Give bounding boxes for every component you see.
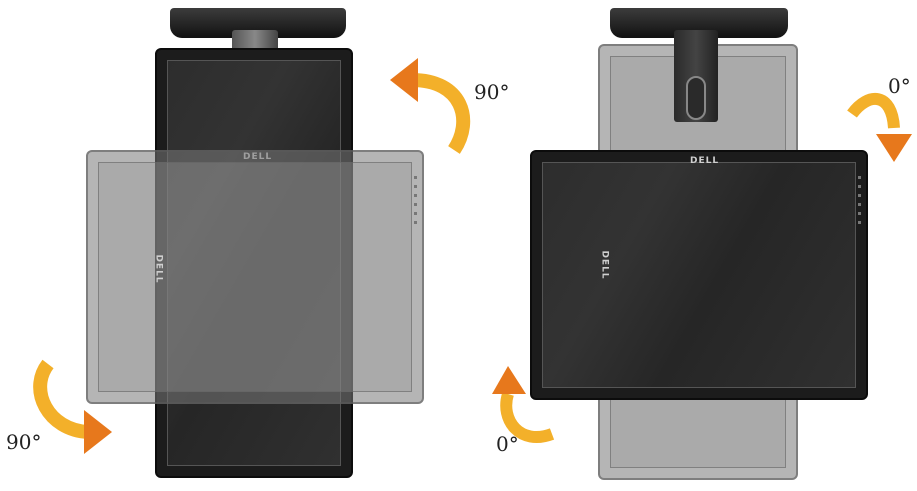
monitor-buttons [414, 176, 417, 224]
monitor-buttons [858, 176, 861, 224]
angle-label-top: 90° [474, 80, 510, 104]
rotate-arrow-icon [492, 366, 555, 443]
rotate-arrow-icon [33, 359, 112, 454]
brand-logo: DELL [153, 254, 164, 284]
angle-label-bottom: 0° [496, 432, 519, 456]
monitor-landscape-ghost: DELL [86, 150, 424, 404]
monitor-screen [542, 162, 856, 388]
monitor-screen [98, 162, 412, 392]
angle-label-bottom: 90° [6, 430, 42, 454]
monitor-landscape: DELL DELL [530, 150, 868, 400]
rotate-arrow-icon [847, 93, 912, 162]
angle-label-top: 0° [888, 74, 911, 98]
stand-neck [232, 30, 278, 52]
rotate-arrow-icon [390, 58, 471, 154]
left-rotation-illustration: DELL DELL 90° 90° [6, 8, 509, 478]
brand-logo: DELL [599, 250, 610, 280]
right-rotation-illustration: DELL DELL 0° 0° [460, 0, 917, 491]
brand-logo: DELL [690, 156, 720, 166]
stand-cable-slot [686, 76, 706, 120]
